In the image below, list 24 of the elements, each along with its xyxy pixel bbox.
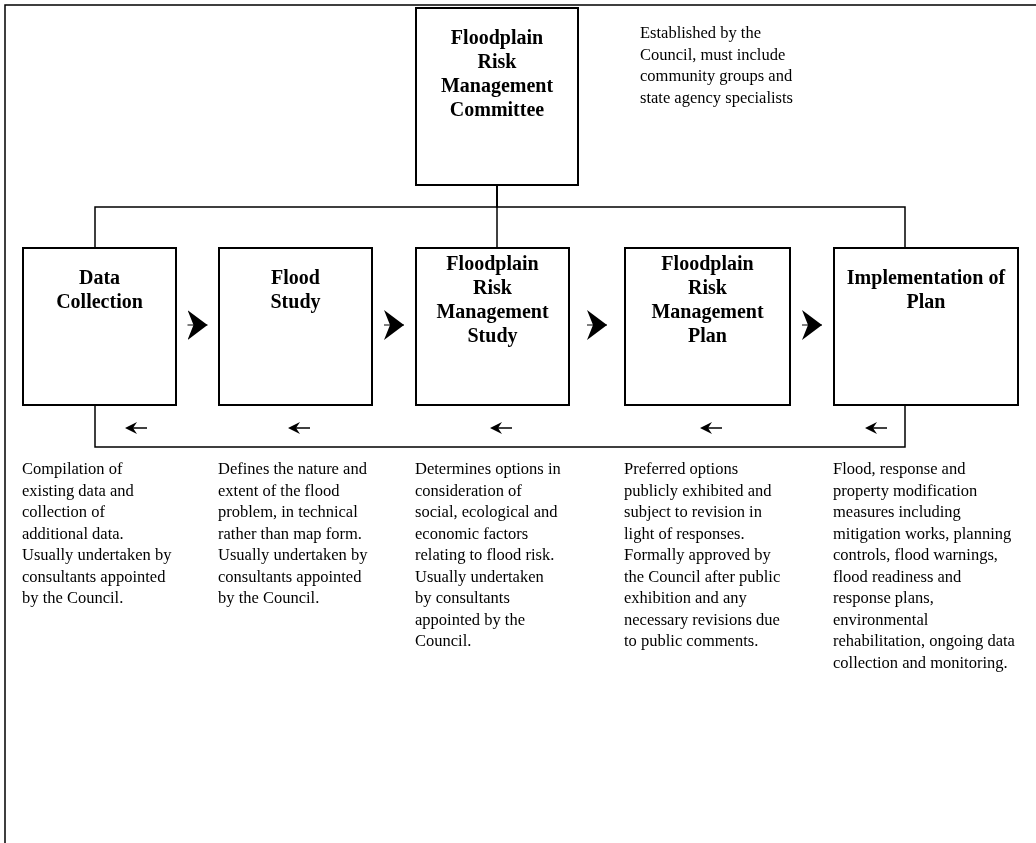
- chevron-arrow: [187, 310, 208, 340]
- description-text: Defines the nature and extent of the flood problem, in technical rather than map form. Usually undertaken by consultants appointed by the Council.: [218, 458, 369, 609]
- description-text: Flood, response and property modification measures including mitigation works, planning controls, flood warnings, flood readiness and response plans, environmental rehabilitation, ongoing data collection and monitoring.: [833, 458, 1016, 673]
- chevron-arrow: [383, 310, 405, 340]
- description-text: Established by the Council, must include community groups and state agency specialists: [640, 22, 795, 108]
- process-box: [415, 7, 579, 186]
- chevron-arrow: [801, 310, 823, 340]
- description-text: Preferred options publicly exhibited and subject to revision in light of responses. Formally approved by the Council after public exhibition and any necessary revisions due to public comments.: [624, 458, 782, 652]
- process-box: [833, 247, 1019, 406]
- description-text: Determines options in consideration of social, ecological and economic factors relating to flood risk. Usually undertaken by consultants appointed by the Council.: [415, 458, 562, 652]
- box-title: Data Collection: [55, 265, 144, 313]
- box-title: Floodplain Risk Management Committee: [439, 25, 555, 121]
- chevron-arrow: [586, 310, 608, 340]
- connector-line: [496, 185, 906, 248]
- process-box: [218, 247, 373, 406]
- process-box: [624, 247, 791, 406]
- feedback-line: [94, 405, 906, 448]
- process-box: [415, 247, 570, 406]
- box-title: Floodplain Risk Management Plan: [650, 251, 765, 347]
- box-title: Implementation of Plan: [845, 265, 1007, 313]
- box-title: Floodplain Risk Management Study: [435, 251, 550, 347]
- description-text: Compilation of existing data and collection of additional data. Usually undertaken by consultants appointed by the Council.: [22, 458, 172, 609]
- process-box: [22, 247, 177, 406]
- box-title: Flood Study: [269, 265, 322, 313]
